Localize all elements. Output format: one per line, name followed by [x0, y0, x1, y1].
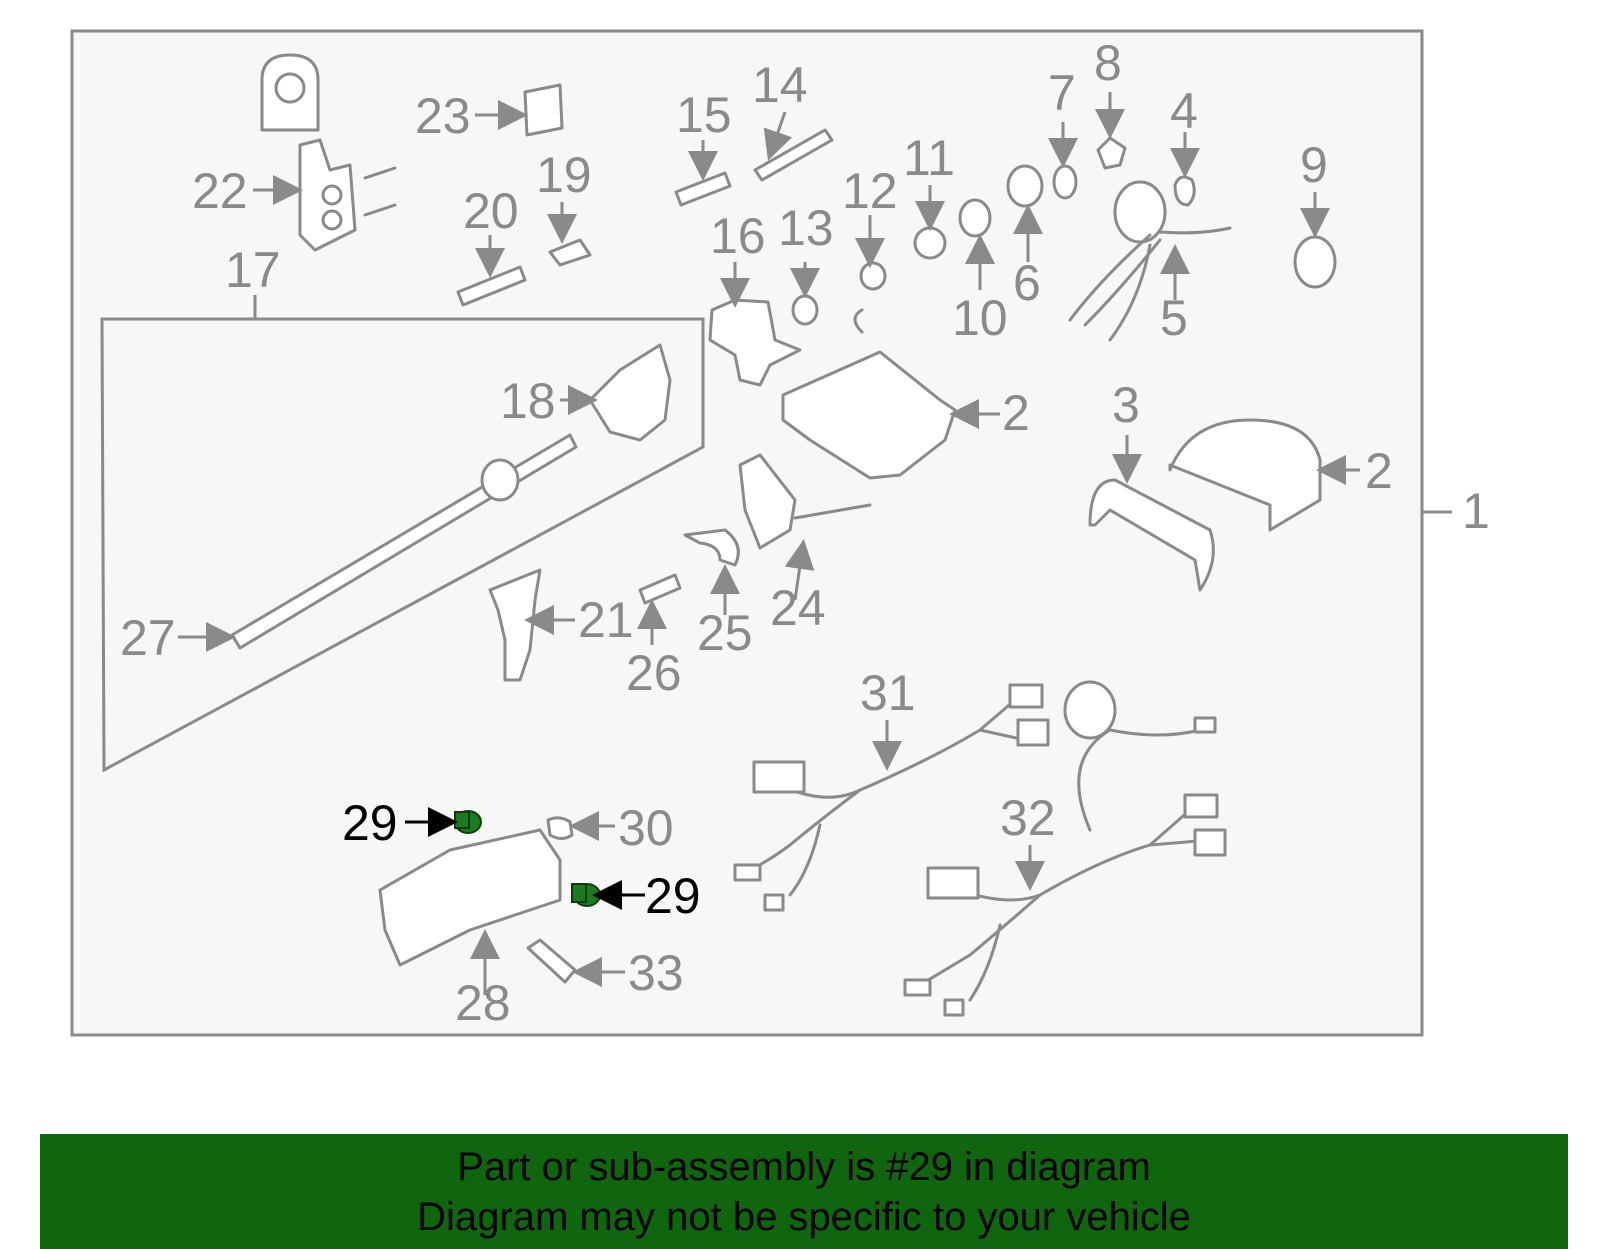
label-31: 31 [860, 665, 916, 721]
label-8: 8 [1094, 35, 1122, 91]
parts-diagram: 1 2 2 3 4 5 6 7 8 9 10 11 12 13 14 15 16… [70, 29, 1490, 1037]
part-23 [523, 83, 564, 137]
banner-line-1: Part or sub-assembly is #29 in diagram [457, 1145, 1151, 1189]
label-25: 25 [697, 605, 753, 661]
label-23: 23 [415, 88, 471, 144]
part-29-bolt-upper[interactable] [454, 810, 482, 834]
label-2: 2 [1365, 443, 1393, 499]
part-29-bolt-lower[interactable] [571, 883, 601, 907]
banner-line-2: Diagram may not be specific to your vehi… [417, 1195, 1191, 1239]
part-19 [548, 238, 592, 267]
label-20: 20 [463, 183, 519, 239]
label-24: 24 [770, 580, 826, 636]
part-30 [546, 816, 574, 840]
label-17: 17 [225, 242, 281, 298]
label-21: 21 [578, 592, 634, 648]
label-10: 10 [952, 290, 1008, 346]
label-3: 3 [1112, 377, 1140, 433]
part-25 [683, 528, 740, 567]
diagram-frame [70, 29, 1424, 1037]
part-3 [1088, 478, 1215, 592]
part-8 [1096, 136, 1127, 170]
label-16: 16 [710, 208, 766, 264]
label-11: 11 [903, 130, 955, 186]
label-27: 27 [120, 610, 176, 666]
label-14: 14 [752, 57, 808, 113]
subassembly-17-box [100, 317, 705, 773]
label-29: 29 [342, 795, 398, 851]
part-bracket-top [260, 53, 320, 132]
label-7: 7 [1048, 65, 1076, 121]
label-1: 1 [1462, 483, 1490, 539]
part-28 [378, 828, 562, 967]
part-13 [791, 294, 819, 326]
label-30: 30 [618, 800, 674, 856]
part-16 [708, 298, 802, 387]
label-13: 13 [778, 200, 834, 256]
label-33: 33 [628, 945, 684, 1001]
label-19: 19 [536, 147, 592, 203]
label-22: 22 [192, 163, 248, 219]
label-18: 18 [500, 373, 556, 429]
label-28: 28 [455, 975, 511, 1031]
part-21 [488, 568, 542, 682]
part-5 [1113, 180, 1167, 244]
part-4 [1173, 175, 1196, 207]
label-4: 4 [1170, 83, 1198, 139]
label-26: 26 [626, 645, 682, 701]
part-12 [859, 261, 887, 291]
label-9: 9 [1300, 137, 1328, 193]
part-10 [958, 198, 992, 238]
label-15: 15 [676, 87, 732, 143]
part-18 [588, 343, 672, 442]
label-5: 5 [1160, 290, 1188, 346]
label-2: 2 [1002, 385, 1030, 441]
label-6: 6 [1013, 255, 1041, 311]
part-26 [638, 573, 682, 605]
part-14 [753, 128, 834, 182]
label-29: 29 [645, 868, 701, 924]
label-32: 32 [1000, 790, 1056, 846]
part-9 [1293, 235, 1337, 289]
part-6 [1006, 164, 1044, 208]
part-2-lower-cover [781, 350, 957, 480]
label-12: 12 [842, 163, 898, 219]
part-32-coil [1063, 680, 1117, 740]
info-banner: Part or sub-assembly is #29 in diagram D… [40, 1134, 1568, 1249]
part-31-harness [748, 698, 1027, 897]
part-11 [913, 226, 947, 260]
part-32-harness [918, 728, 1212, 1002]
part-24 [738, 453, 797, 550]
part-7 [1052, 164, 1078, 200]
